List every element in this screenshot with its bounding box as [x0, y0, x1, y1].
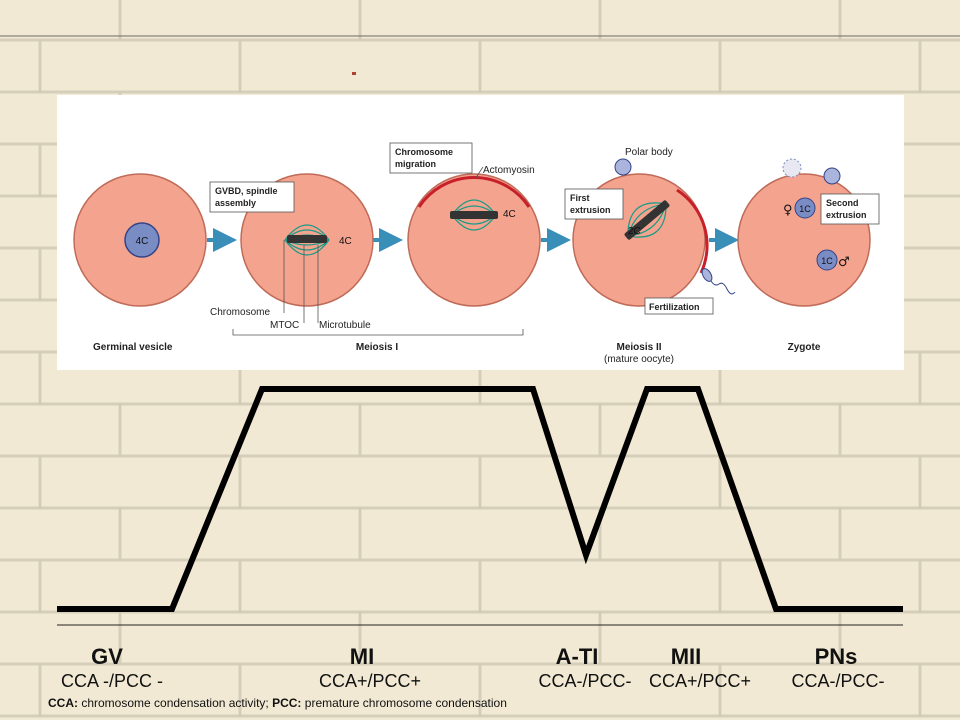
gv-ploidy-label: 4C	[136, 236, 149, 247]
condition-gv: CCA -/PCC -	[60, 671, 163, 691]
stage-mi: MI	[349, 644, 375, 669]
cca-definition: chromosome condensation activity;	[78, 696, 273, 710]
callout-fertilization: Fertilization	[644, 297, 714, 315]
pcc-definition: premature chromosome condensation	[301, 696, 507, 710]
svg-text:First: First	[570, 193, 590, 203]
stage-gv: GV	[91, 644, 123, 669]
oocyte-maturation-figure: 4C 4C	[57, 95, 904, 370]
svg-text:Second: Second	[826, 198, 859, 208]
female-pronucleus-label: 1C	[799, 204, 811, 214]
phase-mature-oocyte: (mature oocyte)	[604, 354, 674, 365]
chromosome-label: Chromosome	[210, 307, 270, 318]
spindle-part-labels	[283, 240, 319, 323]
svg-text:Chromosome: Chromosome	[395, 147, 453, 157]
actomyosin-label: Actomyosin	[483, 165, 535, 176]
svg-text:extrusion: extrusion	[826, 210, 867, 220]
callout-first-extrusion: First extrusion	[564, 188, 624, 220]
phase-meiosis-two: Meiosis II	[616, 342, 661, 353]
meiosis-one-bracket	[232, 329, 524, 336]
condition-mii: CCA+/PCC+	[648, 671, 752, 691]
migration-ploidy-label: 4C	[503, 209, 516, 220]
polar-body-label: Polar body	[625, 147, 673, 158]
condition-mi: CCA+/PCC+	[318, 671, 422, 691]
phase-germinal-vesicle: Germinal vesicle	[93, 342, 173, 353]
male-pronucleus-label: 1C	[821, 256, 833, 266]
pcc-abbreviation: PCC:	[272, 696, 302, 710]
svg-text:migration: migration	[395, 159, 436, 169]
callout-chromosome-migration: Chromosome migration	[389, 142, 473, 174]
polar-body-icon	[614, 158, 632, 176]
male-symbol: ♂	[838, 255, 850, 270]
phase-zygote: Zygote	[788, 342, 821, 353]
condition-a-ti: CCA-/PCC-	[538, 671, 632, 691]
sperm-icon	[701, 268, 736, 295]
nucleus-icon	[124, 222, 160, 258]
callout-gvbd: GVBD, spindle assembly	[209, 181, 295, 213]
svg-text:GVBD, spindle: GVBD, spindle	[215, 186, 278, 196]
mii-ploidy-label: 2C	[628, 226, 641, 237]
stage-mii: MII	[670, 644, 702, 669]
callout-second-extrusion: Second extrusion	[820, 193, 880, 225]
activity-profile-line	[57, 386, 903, 612]
female-symbol: ♀	[783, 203, 793, 218]
microtubule-label: Microtubule	[319, 320, 371, 331]
svg-text:assembly: assembly	[215, 198, 256, 208]
condition-pns: CCA-/PCC-	[791, 671, 885, 691]
svg-text:Fertilization: Fertilization	[649, 302, 700, 312]
cca-abbreviation: CCA:	[48, 696, 78, 710]
female-pronucleus-icon	[794, 197, 816, 219]
phase-meiosis-one: Meiosis I	[356, 342, 398, 353]
svg-text:extrusion: extrusion	[570, 205, 611, 215]
germinal-vesicle-cell: 4C	[73, 173, 207, 307]
second-polar-body-icon	[823, 167, 841, 185]
mi-ploidy-label: 4C	[339, 236, 352, 247]
actomyosin-arc	[417, 175, 531, 208]
actomyosin-arc-mii	[676, 188, 709, 274]
stage-pns: PNs	[814, 644, 858, 669]
male-pronucleus-icon	[816, 249, 838, 271]
mtoc-label: MTOC	[270, 320, 299, 331]
abbreviation-footnote: CCA: chromosome condensation activity; P…	[48, 696, 507, 710]
chromosome-migration-cell: 4C	[407, 173, 541, 307]
stage-a-ti: A-TI	[555, 644, 599, 669]
first-polar-body-icon	[782, 158, 802, 178]
